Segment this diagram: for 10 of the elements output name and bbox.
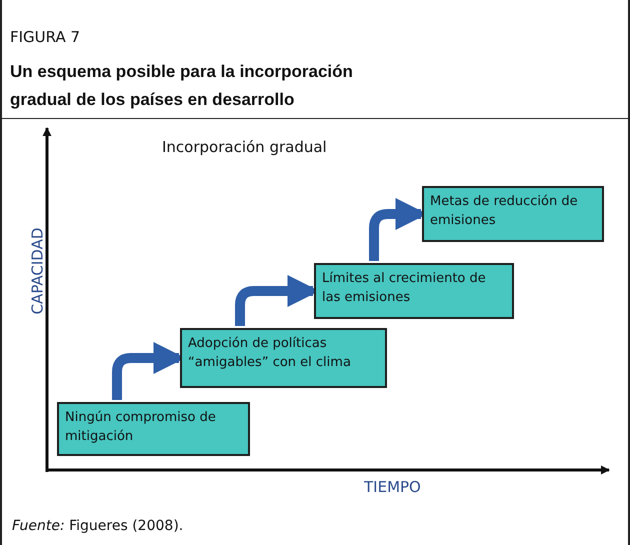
stage-box: Adopción de políticas “amigables” con el clima — [180, 328, 387, 388]
figure-title: Un esquema posible para la incorporación gradual de los países en desarrollo — [10, 61, 354, 111]
axis-label: CAPACIDAD — [28, 228, 46, 314]
chart-heading: Incorporación gradual — [162, 138, 327, 156]
figure-number: FIGURA 7 — [10, 28, 80, 46]
stage-box: Límites al crecimiento de las emisiones — [314, 263, 514, 319]
source-note: Fuente: Figueres (2008). — [12, 518, 184, 534]
stage-box: Ningún compromiso de mitigación — [57, 402, 250, 456]
axis-label: TIEMPO — [364, 478, 421, 496]
stage-box: Metas de reducción de emisiones — [422, 186, 604, 242]
